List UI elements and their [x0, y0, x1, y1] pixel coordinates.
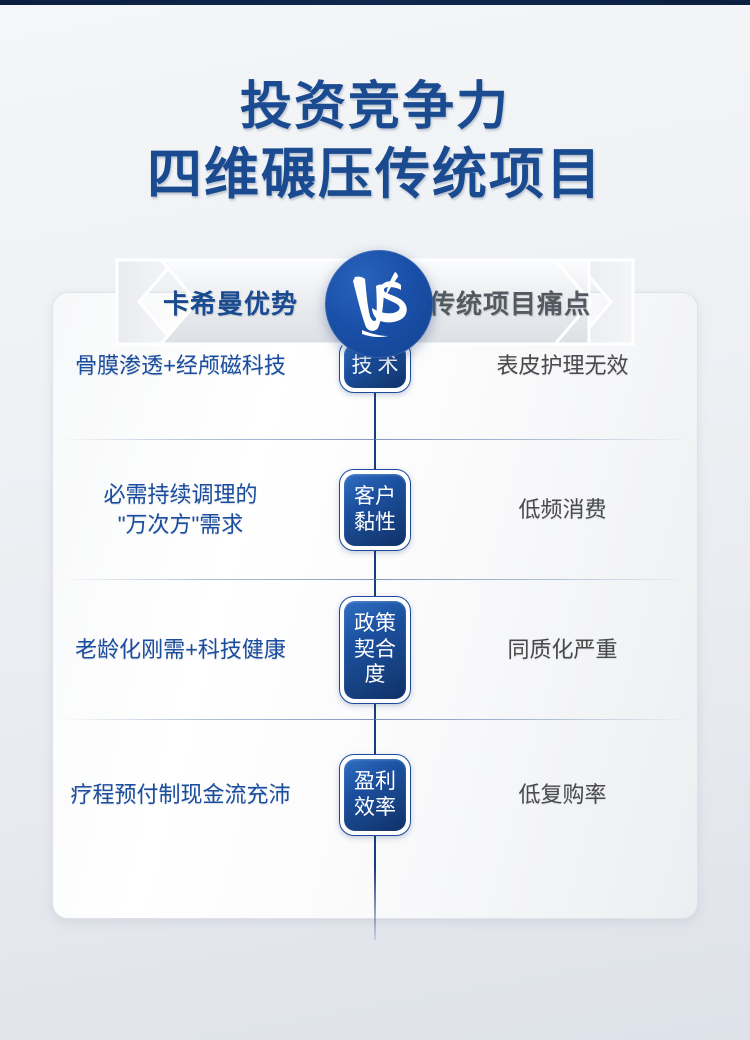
badge-line: 技术	[351, 353, 404, 377]
title-line-1: 投资竞争力	[239, 78, 510, 136]
comparison-row-3: 老龄化刚需+科技健康 政策 契合度 同质化严重	[52, 580, 698, 720]
badge-line: 客户	[354, 484, 396, 508]
advantage-line: 必需持续调理的	[103, 481, 258, 507]
badge-line: 契合度	[354, 637, 396, 687]
advantage-cell-3: 老龄化刚需+科技健康	[52, 635, 323, 665]
pain-cell-1: 表皮护理无效	[496, 352, 629, 378]
badge-line: 盈利	[354, 769, 396, 793]
vs-badge	[325, 250, 433, 358]
badge-line: 政策	[354, 612, 396, 636]
comparison-rows: 骨膜渗透+经颅磁科技 技术 表皮护理无效 必需持续调理的 "万次方"需求 客户	[52, 292, 698, 870]
top-accent-bar	[0, 0, 750, 5]
comparison-row-4: 疗程预付制现金流充沛 盈利 效率 低复购率	[52, 720, 698, 870]
badge-slot-3: 政策 契合度	[323, 596, 427, 704]
row-divider-2	[60, 579, 690, 580]
pain-cell-2: 低频消费	[518, 496, 607, 522]
row-divider-1	[60, 439, 690, 440]
badge-line: 黏性	[354, 510, 396, 534]
vs-brush-icon	[353, 272, 407, 338]
advantage-cell-1: 骨膜渗透+经颅磁科技	[52, 351, 323, 381]
dimension-badge-2-inner: 客户 黏性	[344, 473, 406, 547]
dimension-badge-4: 盈利 效率	[339, 753, 411, 837]
ribbon-label-pain: 传统项目痛点	[428, 288, 591, 319]
advantage-line: "万次方"需求	[117, 512, 244, 537]
ribbon-label-advantage: 卡希曼优势	[163, 288, 299, 319]
pain-cell-4: 低复购率	[518, 781, 607, 807]
badge-slot-4: 盈利 效率	[323, 753, 427, 837]
advantage-cell-4: 疗程预付制现金流充沛	[52, 780, 323, 810]
badge-slot-2: 客户 黏性	[323, 468, 427, 552]
pain-cell-3: 同质化严重	[507, 636, 618, 662]
advantage-line: 疗程预付制现金流充沛	[70, 781, 291, 807]
advantage-cell-2: 必需持续调理的 "万次方"需求	[52, 480, 323, 541]
comparison-ribbon-header: 卡希曼优势 传统项目痛点	[115, 258, 635, 346]
page-title: 投资竞争力 四维碾压传统项目	[0, 78, 750, 206]
dimension-badge-4-inner: 盈利 效率	[344, 758, 406, 832]
dimension-badge-3: 政策 契合度	[339, 596, 411, 704]
advantage-line: 老龄化刚需+科技健康	[75, 636, 286, 662]
row-divider-3	[60, 719, 690, 720]
badge-line: 效率	[354, 795, 396, 819]
advantage-line: 骨膜渗透+经颅磁科技	[75, 352, 286, 378]
dimension-badge-2: 客户 黏性	[339, 468, 411, 552]
dimension-badge-3-inner: 政策 契合度	[344, 601, 406, 699]
title-line-2: 四维碾压传统项目	[146, 143, 603, 206]
comparison-row-2: 必需持续调理的 "万次方"需求 客户 黏性 低频消费	[52, 440, 698, 580]
